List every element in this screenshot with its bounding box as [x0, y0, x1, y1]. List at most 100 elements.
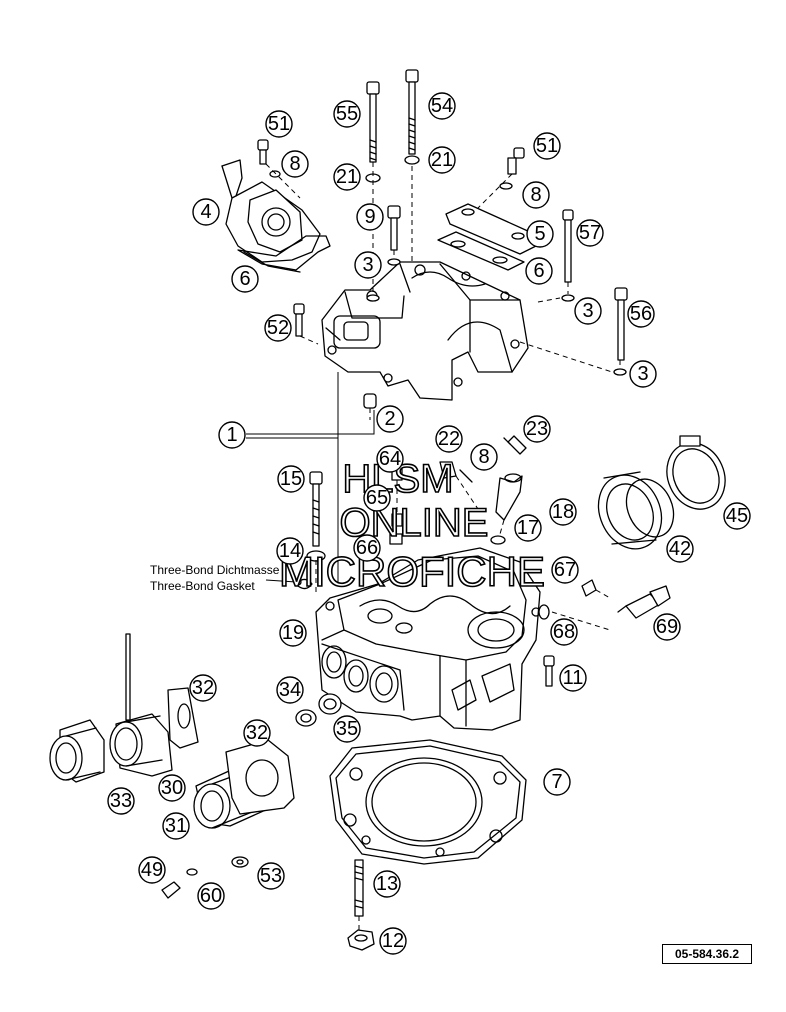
svg-text:57: 57 — [579, 222, 601, 244]
callout-34: 34 — [276, 676, 304, 704]
gasket-32-lower — [225, 739, 295, 815]
head-gasket — [329, 739, 527, 865]
svg-text:3: 3 — [637, 363, 648, 385]
svg-text:8: 8 — [289, 153, 300, 175]
callout-68: 68 — [550, 618, 578, 646]
plug-seal — [295, 693, 342, 727]
callout-18: 18 — [549, 498, 577, 526]
intake-ports — [321, 643, 405, 711]
watermark-line-3: MICROFICHE — [279, 548, 545, 595]
callout-1: 1 — [218, 421, 246, 449]
callout-55: 55 — [333, 100, 361, 128]
callout-13: 13 — [373, 870, 401, 898]
svg-text:65: 65 — [366, 487, 388, 509]
svg-text:11: 11 — [563, 667, 584, 689]
callout-8b: 8 — [522, 181, 550, 209]
callout-19: 19 — [279, 619, 307, 647]
svg-text:67: 67 — [554, 559, 576, 581]
callout-64: 64 — [376, 445, 404, 473]
callout-66: 66 — [353, 534, 381, 562]
svg-text:19: 19 — [282, 622, 304, 644]
note-line-2: Three-Bond Gasket — [150, 579, 255, 593]
svg-text:66: 66 — [356, 537, 378, 559]
svg-text:32: 32 — [192, 677, 214, 699]
callout-12: 12 — [379, 927, 407, 955]
callout-6a: 6 — [231, 265, 259, 293]
gasket-32-upper — [167, 687, 199, 749]
gasket-left — [237, 235, 331, 273]
callout-7: 7 — [543, 768, 571, 796]
svg-text:51: 51 — [536, 135, 558, 157]
callout-56: 56 — [627, 300, 655, 328]
callout-65: 65 — [363, 484, 391, 512]
callout-49: 49 — [138, 856, 166, 884]
svg-text:18: 18 — [552, 501, 574, 523]
svg-text:15: 15 — [280, 468, 302, 490]
sensor-parts — [538, 579, 671, 687]
svg-text:6: 6 — [239, 268, 250, 290]
stud-nut — [347, 859, 375, 951]
svg-text:4: 4 — [200, 201, 211, 223]
callout-51a: 51 — [265, 110, 293, 138]
callout-6b: 6 — [525, 257, 553, 285]
leader-lines — [246, 372, 375, 582]
callout-17: 17 — [514, 514, 542, 542]
callout-5: 5 — [526, 220, 554, 248]
svg-text:45: 45 — [726, 505, 748, 527]
svg-text:49: 49 — [141, 859, 163, 881]
svg-text:21: 21 — [431, 149, 453, 171]
callout-67: 67 — [551, 556, 579, 584]
callout-21a: 21 — [333, 163, 361, 191]
callout-60: 60 — [197, 882, 225, 910]
callout-32a: 32 — [189, 674, 217, 702]
cylinder-head — [315, 547, 541, 731]
svg-text:3: 3 — [362, 254, 373, 276]
svg-text:9: 9 — [364, 206, 375, 228]
callout-57: 57 — [576, 219, 604, 247]
valve-cover-right — [437, 203, 537, 271]
svg-text:5: 5 — [534, 223, 545, 245]
callout-22: 22 — [435, 425, 463, 453]
svg-text:64: 64 — [379, 448, 401, 470]
callout-3c: 3 — [629, 360, 657, 388]
svg-text:42: 42 — [669, 538, 691, 560]
svg-text:3: 3 — [582, 300, 593, 322]
svg-text:55: 55 — [336, 103, 358, 125]
svg-text:60: 60 — [200, 885, 222, 907]
svg-text:35: 35 — [336, 718, 358, 740]
svg-text:2: 2 — [384, 408, 395, 430]
callout-11: 11 — [559, 664, 587, 692]
callout-15: 15 — [277, 465, 305, 493]
callout-2: 2 — [376, 405, 404, 433]
callout-53: 53 — [257, 862, 285, 890]
svg-text:8: 8 — [478, 446, 489, 468]
sealant-note: Three-Bond Dichtmasse Three-Bond Gasket — [150, 563, 297, 593]
callout-32b: 32 — [243, 719, 271, 747]
callout-35: 35 — [333, 715, 361, 743]
svg-text:22: 22 — [438, 428, 460, 450]
callout-31: 31 — [162, 812, 190, 840]
callout-30: 30 — [158, 774, 186, 802]
svg-text:68: 68 — [553, 621, 575, 643]
intake-manifold-33 — [49, 719, 105, 783]
small-hardware — [161, 856, 249, 899]
head-small-parts — [389, 435, 527, 545]
svg-text:1: 1 — [226, 424, 237, 446]
svg-text:53: 53 — [260, 865, 282, 887]
svg-text:32: 32 — [246, 722, 268, 744]
svg-text:56: 56 — [630, 303, 652, 325]
callout-69: 69 — [653, 613, 681, 641]
callout-3a: 3 — [354, 251, 382, 279]
callout-8a: 8 — [281, 150, 309, 178]
svg-text:51: 51 — [268, 113, 290, 135]
svg-text:33: 33 — [110, 790, 132, 812]
callout-33: 33 — [107, 787, 135, 815]
callout-23: 23 — [523, 415, 551, 443]
svg-text:52: 52 — [267, 317, 289, 339]
callout-21b: 21 — [428, 146, 456, 174]
svg-text:7: 7 — [551, 771, 562, 793]
svg-text:17: 17 — [517, 517, 539, 539]
callout-52: 52 — [264, 314, 292, 342]
svg-text:54: 54 — [431, 95, 453, 117]
